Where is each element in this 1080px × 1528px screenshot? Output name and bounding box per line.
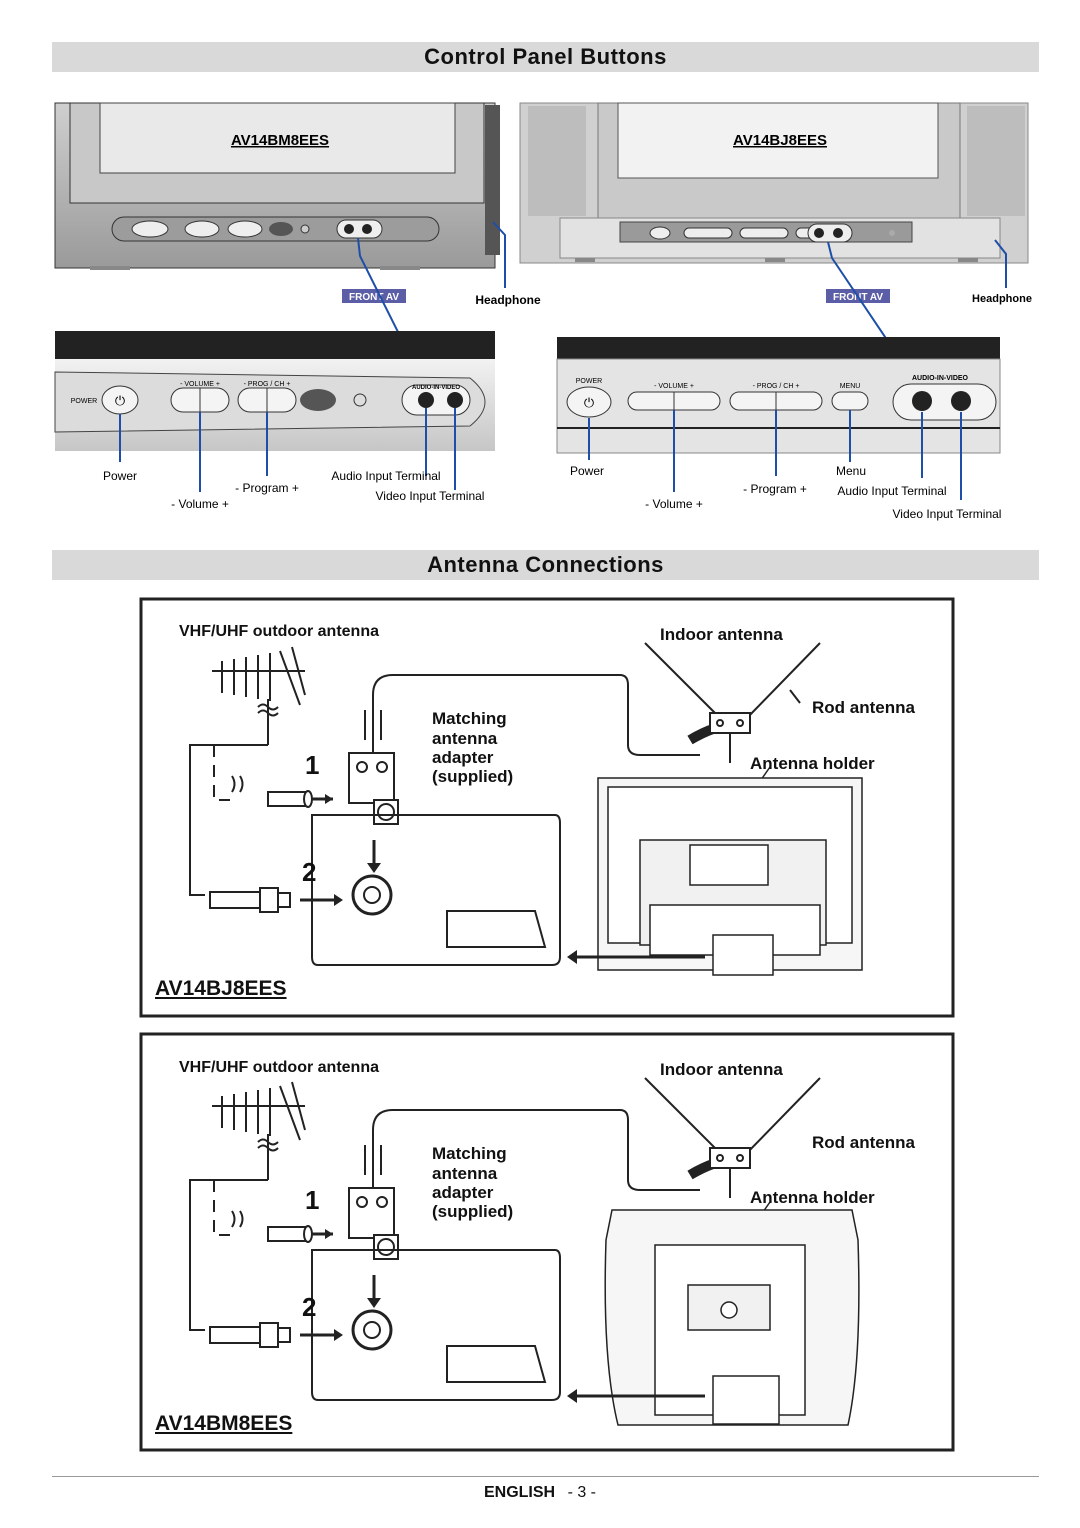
top-matching-line3: adapter bbox=[432, 748, 494, 767]
right-model-label: AV14BJ8EES bbox=[733, 132, 827, 149]
right-headphone-label: Headphone bbox=[972, 293, 1032, 305]
left-tv-front bbox=[54, 102, 500, 270]
coax-plug-icon bbox=[209, 887, 291, 913]
top-holder-label: Antenna holder bbox=[750, 754, 875, 773]
right-program-label: - Program + bbox=[743, 482, 807, 496]
left-program-label: - Program + bbox=[235, 481, 299, 495]
top-step1: 1 bbox=[305, 750, 320, 780]
left-power-label: Power bbox=[103, 469, 137, 483]
right-strip-volume: - VOLUME + bbox=[654, 383, 694, 390]
left-control-strip: ⏻ bbox=[54, 331, 495, 451]
left-strip-av: AUDIO-IN-VIDEO bbox=[412, 385, 460, 391]
bottom-step1: 1 bbox=[305, 1185, 320, 1215]
outdoor-antenna-icon bbox=[189, 1081, 306, 1331]
bottom-model-label: AV14BM8EES bbox=[155, 1412, 293, 1435]
indoor-antenna-icon bbox=[644, 1077, 821, 1198]
right-volume-label: - Volume + bbox=[645, 497, 703, 511]
bottom-matching-line4: (supplied) bbox=[432, 1202, 514, 1221]
bottom-holder-label: Antenna holder bbox=[750, 1188, 875, 1207]
right-power-label: Power bbox=[570, 464, 604, 478]
right-strip-av: AUDIO-IN-VIDEO bbox=[912, 375, 969, 382]
footer-page-number: - 3 - bbox=[567, 1484, 597, 1501]
tv-back-icon bbox=[604, 1209, 860, 1426]
left-video-input-label: Video Input Terminal bbox=[376, 489, 485, 503]
bottom-rod-label: Rod antenna bbox=[812, 1133, 915, 1152]
svg-text:⏻: ⏻ bbox=[584, 395, 594, 410]
left-model-label: AV14BM8EES bbox=[231, 132, 329, 149]
right-audio-input-label: Audio Input Terminal bbox=[837, 484, 946, 498]
top-indoor-label: Indoor antenna bbox=[660, 625, 783, 644]
top-outdoor-label: VHF/UHF outdoor antenna bbox=[179, 623, 379, 640]
footer-divider bbox=[52, 1476, 1039, 1477]
bottom-step2: 2 bbox=[302, 1292, 317, 1322]
page-footer: ENGLISH - 3 - bbox=[0, 1484, 1080, 1502]
bottom-matching-line2: antenna bbox=[432, 1164, 498, 1183]
bottom-indoor-label: Indoor antenna bbox=[660, 1060, 783, 1079]
bottom-matching-line3: adapter bbox=[432, 1183, 494, 1202]
right-video-input-label: Video Input Terminal bbox=[893, 507, 1002, 521]
left-strip-volume: - VOLUME + bbox=[180, 381, 220, 388]
left-headphone-label: Headphone bbox=[475, 293, 541, 307]
control-panel-figure: AV14BM8EES Headphone FRONT AV ⏻ POWER - … bbox=[54, 102, 1032, 521]
right-control-strip: ⏻ bbox=[556, 337, 1001, 454]
top-matching-line1: Matching bbox=[432, 709, 507, 728]
right-menu-label: Menu bbox=[836, 464, 866, 478]
left-front-av-label: FRONT AV bbox=[349, 292, 399, 303]
coax-cable-icon bbox=[267, 790, 313, 808]
left-strip-power: POWER bbox=[71, 398, 97, 405]
left-strip-prog: - PROG / CH + bbox=[244, 381, 291, 388]
antenna-diagram-top bbox=[139, 597, 955, 1018]
top-rod-label: Rod antenna bbox=[812, 698, 915, 717]
bottom-outdoor-label: VHF/UHF outdoor antenna bbox=[179, 1059, 379, 1076]
control-panel-title: Control Panel Buttons bbox=[52, 42, 1039, 72]
coax-plug-icon bbox=[209, 1322, 291, 1348]
top-matching-line2: antenna bbox=[432, 729, 498, 748]
left-audio-input-label: Audio Input Terminal bbox=[331, 469, 440, 483]
right-strip-power: POWER bbox=[576, 378, 602, 385]
tv-back-icon bbox=[597, 777, 863, 976]
right-tv-front bbox=[519, 102, 1029, 264]
bottom-matching-line1: Matching bbox=[432, 1144, 507, 1163]
top-step2: 2 bbox=[302, 857, 317, 887]
top-matching-line4: (supplied) bbox=[432, 767, 514, 786]
matching-adapter-icon bbox=[348, 674, 700, 825]
indoor-antenna-icon bbox=[644, 642, 821, 763]
svg-text:⏻: ⏻ bbox=[115, 393, 125, 408]
footer-language: ENGLISH bbox=[483, 1484, 556, 1501]
top-model-label: AV14BJ8EES bbox=[155, 977, 287, 1000]
left-volume-label: - Volume + bbox=[171, 497, 229, 511]
outdoor-antenna-icon bbox=[189, 646, 306, 896]
right-strip-menu: MENU bbox=[840, 383, 861, 390]
right-strip-prog: - PROG / CH + bbox=[753, 383, 800, 390]
antenna-diagram-bottom bbox=[139, 1032, 955, 1452]
antenna-connections-title: Antenna Connections bbox=[52, 550, 1039, 580]
